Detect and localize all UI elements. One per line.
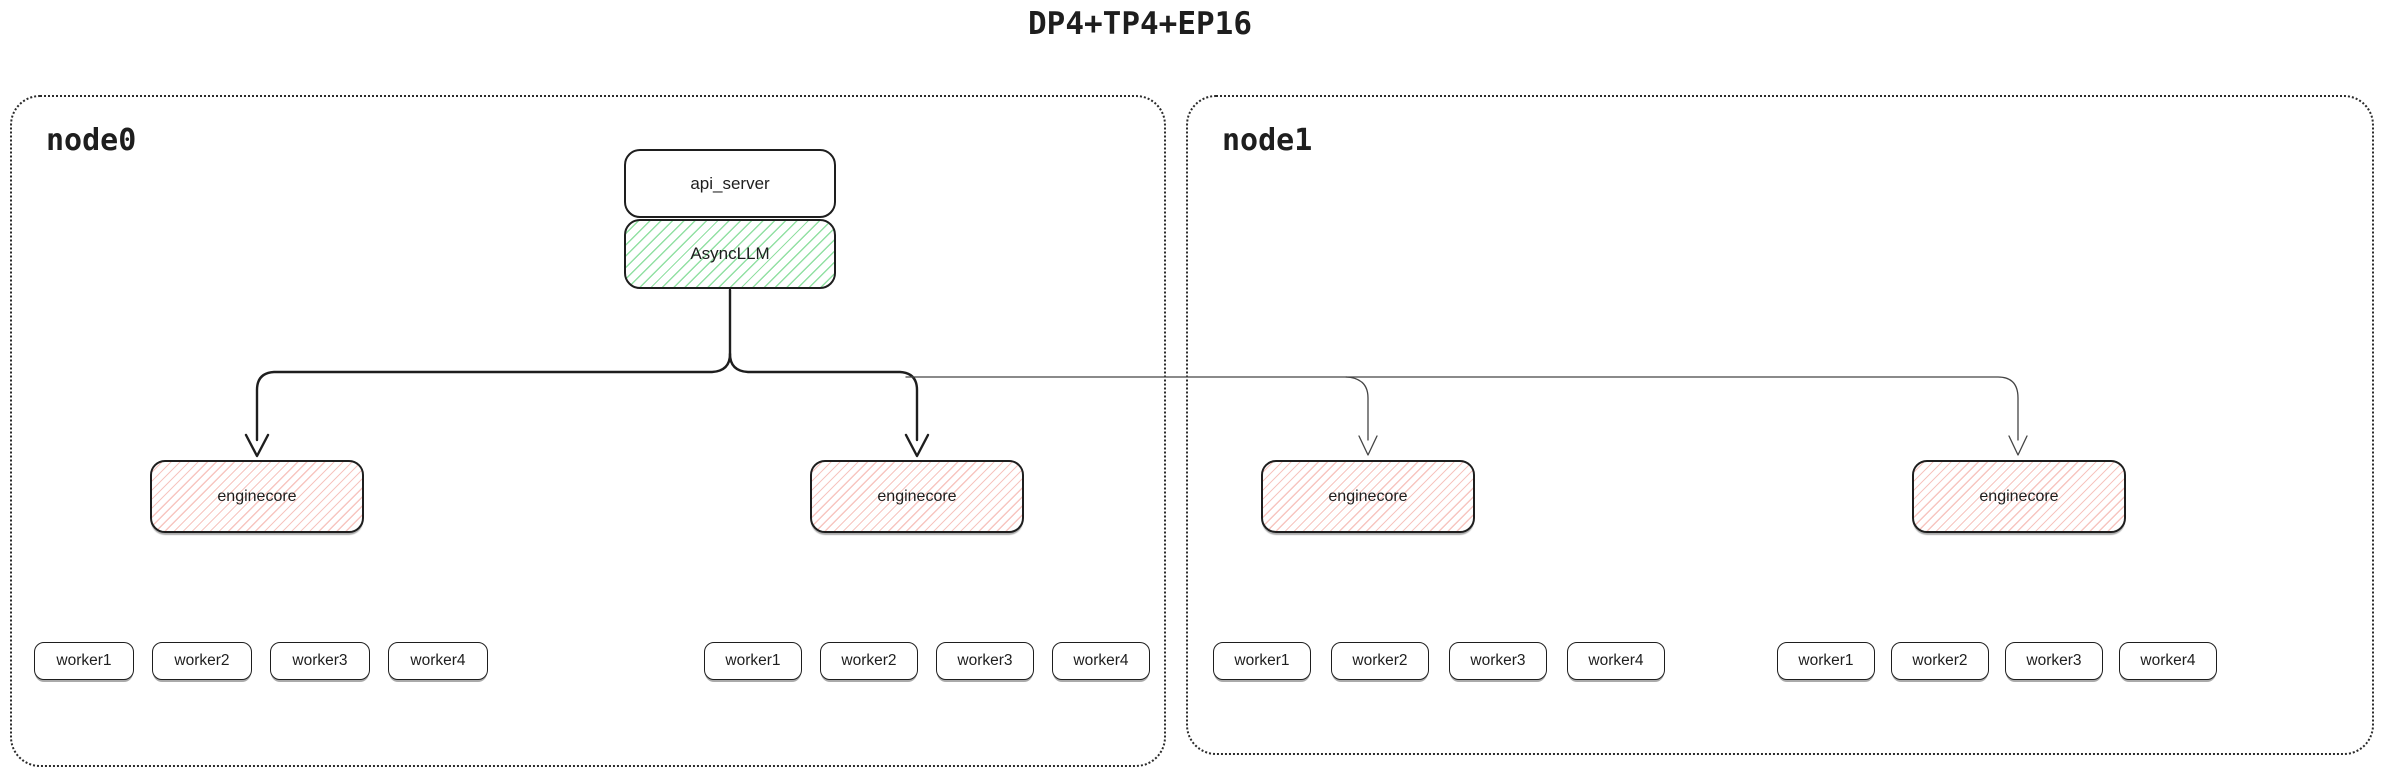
worker-box: worker4 — [2119, 642, 2217, 680]
arrowhead-enginecore2 — [904, 433, 930, 458]
worker-box: worker1 — [1213, 642, 1311, 680]
arrowhead-enginecore4 — [2008, 435, 2028, 456]
worker-box: worker3 — [2005, 642, 2103, 680]
branch-right-enginecore2 — [728, 352, 919, 442]
node1-container: node1 — [1186, 95, 2374, 755]
enginecore-box-1: enginecore — [150, 460, 364, 533]
worker-box: worker1 — [34, 642, 134, 680]
worker-box: worker2 — [152, 642, 252, 680]
diagram-title: DP4+TP4+EP16 — [1028, 6, 1252, 42]
node0-container: node0 — [10, 95, 1166, 767]
worker-box: worker4 — [388, 642, 488, 680]
enginecore-box-4: enginecore — [1912, 460, 2126, 533]
arrowhead-enginecore1 — [244, 433, 270, 458]
arrowhead-enginecore3 — [1358, 435, 1378, 456]
worker-box: worker3 — [936, 642, 1034, 680]
branch-left-enginecore1 — [255, 352, 732, 442]
worker-box: worker3 — [1449, 642, 1547, 680]
node0-label: node0 — [46, 123, 137, 158]
worker-box: worker4 — [1052, 642, 1150, 680]
worker-box: worker4 — [1567, 642, 1665, 680]
node1-label: node1 — [1222, 123, 1313, 158]
worker-box: worker1 — [704, 642, 802, 680]
enginecore-box-3: enginecore — [1261, 460, 1475, 533]
thin-line-to-enginecore4 — [905, 376, 2019, 441]
worker-box: worker2 — [1891, 642, 1989, 680]
worker-box: worker1 — [1777, 642, 1875, 680]
worker-box: worker3 — [270, 642, 370, 680]
worker-box: worker2 — [820, 642, 918, 680]
enginecore-box-2: enginecore — [810, 460, 1024, 533]
asyncllm-box: AsyncLLM — [624, 219, 836, 289]
worker-box: worker2 — [1331, 642, 1429, 680]
thin-branch-enginecore3 — [1345, 376, 1369, 441]
api-server-box: api_server — [624, 149, 836, 218]
